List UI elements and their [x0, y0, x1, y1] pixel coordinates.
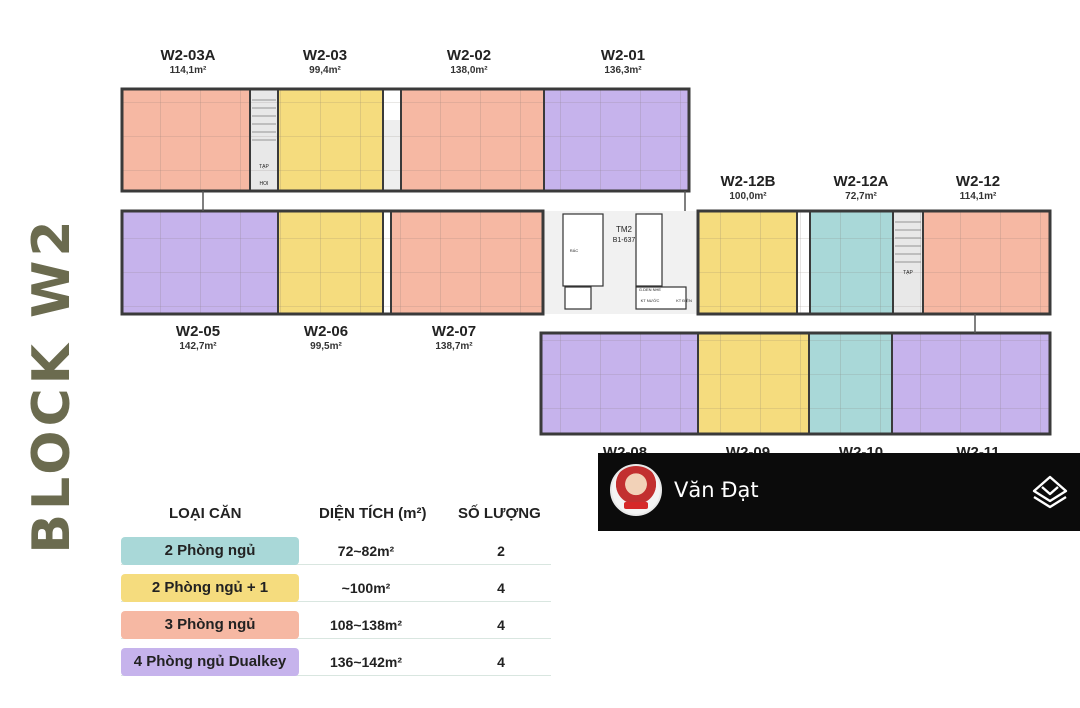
- legend-count: 4: [497, 580, 505, 596]
- unit-area: 142,7m²: [179, 341, 217, 352]
- legend-header-count: SỐ LƯỢNG: [458, 505, 541, 522]
- author-name[interactable]: Văn Đạt: [674, 478, 759, 502]
- legend-type: 4 Phòng ngủ Dualkey: [121, 648, 299, 676]
- legend-area: 136~142m²: [329, 654, 402, 670]
- unit-area: 114,1m²: [169, 65, 207, 76]
- unit-label-w2-03[interactable]: W2-03 99,4m²: [265, 47, 385, 77]
- legend-count: 4: [497, 617, 505, 633]
- unit-name: W2-01: [600, 47, 646, 64]
- legend-row: 4 Phòng ngủ Dualkey 136~142m² 4: [121, 648, 551, 676]
- legend-type: 2 Phòng ngủ: [121, 537, 299, 565]
- legend-area: 72~82m²: [337, 543, 395, 559]
- legend-row: 2 Phòng ngủ + 1 ~100m² 4: [121, 574, 551, 602]
- legend-count: 2: [497, 543, 505, 559]
- core-label-kt-dien: KT ĐIỆN: [676, 298, 692, 303]
- unit-label-w2-03a[interactable]: W2-03A 114,1m²: [128, 47, 248, 77]
- unit-area: 100,0m²: [729, 191, 767, 202]
- unit-label-w2-06[interactable]: W2-06 99,5m²: [266, 323, 386, 353]
- unit-area: 138,0m²: [450, 65, 488, 76]
- corridor-links: [202, 191, 976, 333]
- author-avatar[interactable]: [610, 464, 662, 516]
- legend-header-type: LOẠI CĂN: [169, 505, 242, 522]
- core-label-tap: TẠP: [259, 164, 269, 170]
- unit-name: W2-02: [446, 47, 492, 64]
- core-label-gen: G.DEN NHE: [639, 287, 662, 292]
- unit-label-w2-07[interactable]: W2-07 138,7m²: [394, 323, 514, 353]
- unit-label-w2-02[interactable]: W2-02 138,0m²: [409, 47, 529, 77]
- unit-area: 99,5m²: [310, 341, 342, 352]
- legend-row: 3 Phòng ngủ 108~138m² 4: [121, 611, 551, 639]
- unit-label-w2-01[interactable]: W2-01 136,3m²: [563, 47, 683, 77]
- unit-name: W2-12B: [720, 173, 776, 190]
- unit-area: 114,1m²: [959, 191, 997, 202]
- author-bar[interactable]: Văn Đạt: [598, 453, 1080, 531]
- exterior-walls: [120, 87, 1052, 436]
- core-label-tm2: TM2: [616, 225, 633, 234]
- unit-area: 99,4m²: [309, 65, 341, 76]
- legend-header-area: DIỆN TÍCH (m²): [319, 505, 427, 522]
- core-label-hoi: HOI: [260, 181, 269, 187]
- core-label-kt-nuoc: KT NƯỚC: [641, 298, 660, 303]
- unit-label-w2-12[interactable]: W2-12 114,1m²: [918, 173, 1038, 203]
- room-partitions: [122, 89, 1050, 434]
- unit-area: 136,3m²: [604, 65, 642, 76]
- unit-name: W2-06: [303, 323, 349, 340]
- unit-area: 138,7m²: [435, 341, 473, 352]
- legend-row: 2 Phòng ngủ 72~82m² 2: [121, 537, 551, 565]
- lift-shafts: [562, 213, 687, 310]
- legend-type: 3 Phòng ngủ: [121, 611, 299, 639]
- unit-name: W2-12: [955, 173, 1001, 190]
- unit-area: 72,7m²: [845, 191, 877, 202]
- layers-icon[interactable]: [1030, 473, 1070, 513]
- legend-area: 108~138m²: [329, 617, 402, 633]
- core-label-rac: RÁC: [570, 248, 579, 253]
- unit-name: W2-03A: [160, 47, 216, 64]
- unit-name: W2-05: [175, 323, 221, 340]
- legend-type: 2 Phòng ngủ + 1: [121, 574, 299, 602]
- unit-name: W2-07: [431, 323, 477, 340]
- unit-name: W2-12A: [833, 173, 889, 190]
- stair-treads: [252, 99, 921, 263]
- unit-label-w2-12a[interactable]: W2-12A 72,7m²: [801, 173, 921, 203]
- legend-count: 4: [497, 654, 505, 670]
- core-label-tap-2: TẠP: [903, 270, 913, 276]
- unit-name: W2-03: [302, 47, 348, 64]
- unit-dividers: [249, 89, 924, 434]
- unit-label-w2-12b[interactable]: W2-12B 100,0m²: [688, 173, 808, 203]
- legend-area: ~100m²: [341, 580, 391, 596]
- avatar-badge: [624, 502, 648, 509]
- core-label-b1-637: B1-637: [613, 237, 636, 244]
- unit-label-w2-05[interactable]: W2-05 142,7m²: [138, 323, 258, 353]
